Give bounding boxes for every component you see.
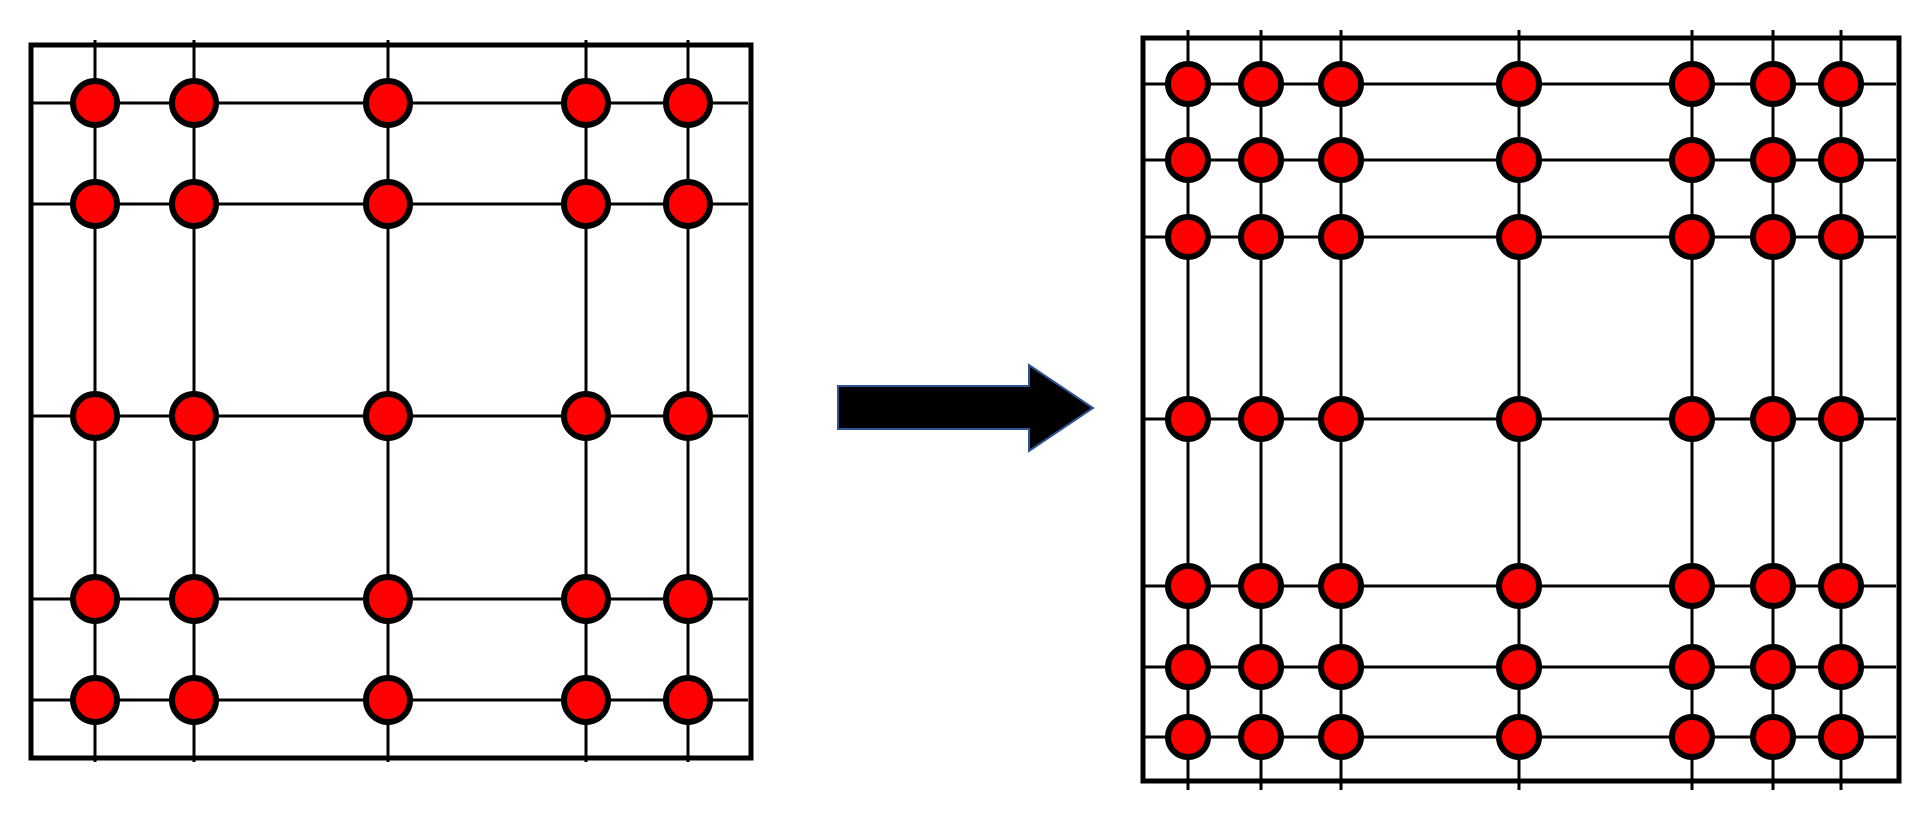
grid-node (1818, 714, 1864, 760)
grid-node (1238, 644, 1284, 690)
grid-node (561, 574, 611, 624)
grid-node (169, 78, 219, 128)
right-arrow-icon (837, 363, 1095, 453)
grid-node (1318, 644, 1364, 690)
grid-node (1818, 61, 1864, 107)
grid-node (1318, 214, 1364, 260)
grid-node (1318, 396, 1364, 442)
grid-node (1496, 396, 1542, 442)
coarse-grid-panel (28, 40, 754, 762)
grid-node (1165, 214, 1211, 260)
grid-node (1238, 214, 1284, 260)
grid-node (561, 675, 611, 725)
grid-node (70, 574, 120, 624)
grid-node (1750, 644, 1796, 690)
grid-node (663, 675, 713, 725)
grid-node (1165, 644, 1211, 690)
grid-node (1496, 214, 1542, 260)
grid-node (1750, 137, 1796, 183)
grid-node (169, 574, 219, 624)
grid-node (1669, 644, 1715, 690)
grid-node (1238, 61, 1284, 107)
grid-node (663, 391, 713, 441)
grid-node (1669, 214, 1715, 260)
grid-node (363, 391, 413, 441)
grid-node (1318, 61, 1364, 107)
grid-node (363, 179, 413, 229)
grid-node (1496, 61, 1542, 107)
grid-node (1669, 396, 1715, 442)
refinement-arrow (837, 363, 1095, 453)
grid-node (1750, 61, 1796, 107)
grid-node (363, 675, 413, 725)
grid-node (1165, 396, 1211, 442)
grid-node (1750, 563, 1796, 609)
grid-node (1318, 714, 1364, 760)
grid-node (1750, 714, 1796, 760)
grid-node (169, 675, 219, 725)
grid-node (1750, 396, 1796, 442)
grid-node (1669, 61, 1715, 107)
grid-node (1165, 61, 1211, 107)
grid-node (169, 391, 219, 441)
grid-node (70, 78, 120, 128)
refined-grid-frame (1140, 35, 1902, 784)
grid-node (561, 179, 611, 229)
grid-node (70, 675, 120, 725)
grid-node (363, 78, 413, 128)
grid-node (1238, 396, 1284, 442)
grid-node (1318, 563, 1364, 609)
grid-node (1750, 214, 1796, 260)
grid-node (1496, 563, 1542, 609)
grid-node (1496, 714, 1542, 760)
grid-node (1818, 644, 1864, 690)
grid-node (561, 78, 611, 128)
grid-node (1818, 563, 1864, 609)
grid-node (1318, 137, 1364, 183)
grid-node (1818, 137, 1864, 183)
grid-node (1238, 563, 1284, 609)
grid-node (169, 179, 219, 229)
grid-node (1669, 563, 1715, 609)
grid-node (70, 179, 120, 229)
grid-node (1238, 137, 1284, 183)
grid-node (1496, 644, 1542, 690)
grid-node (1238, 714, 1284, 760)
coarse-grid-frame (28, 42, 754, 761)
grid-node (70, 391, 120, 441)
grid-node (561, 391, 611, 441)
grid-node (1496, 137, 1542, 183)
grid-node (1165, 714, 1211, 760)
grid-node (663, 179, 713, 229)
grid-node (1165, 137, 1211, 183)
grid-node (1669, 714, 1715, 760)
grid-node (1165, 563, 1211, 609)
grid-node (663, 78, 713, 128)
grid-node (1818, 396, 1864, 442)
grid-node (1669, 137, 1715, 183)
grid-node (363, 574, 413, 624)
refined-grid-panel (1140, 30, 1902, 790)
grid-node (1818, 214, 1864, 260)
grid-node (663, 574, 713, 624)
